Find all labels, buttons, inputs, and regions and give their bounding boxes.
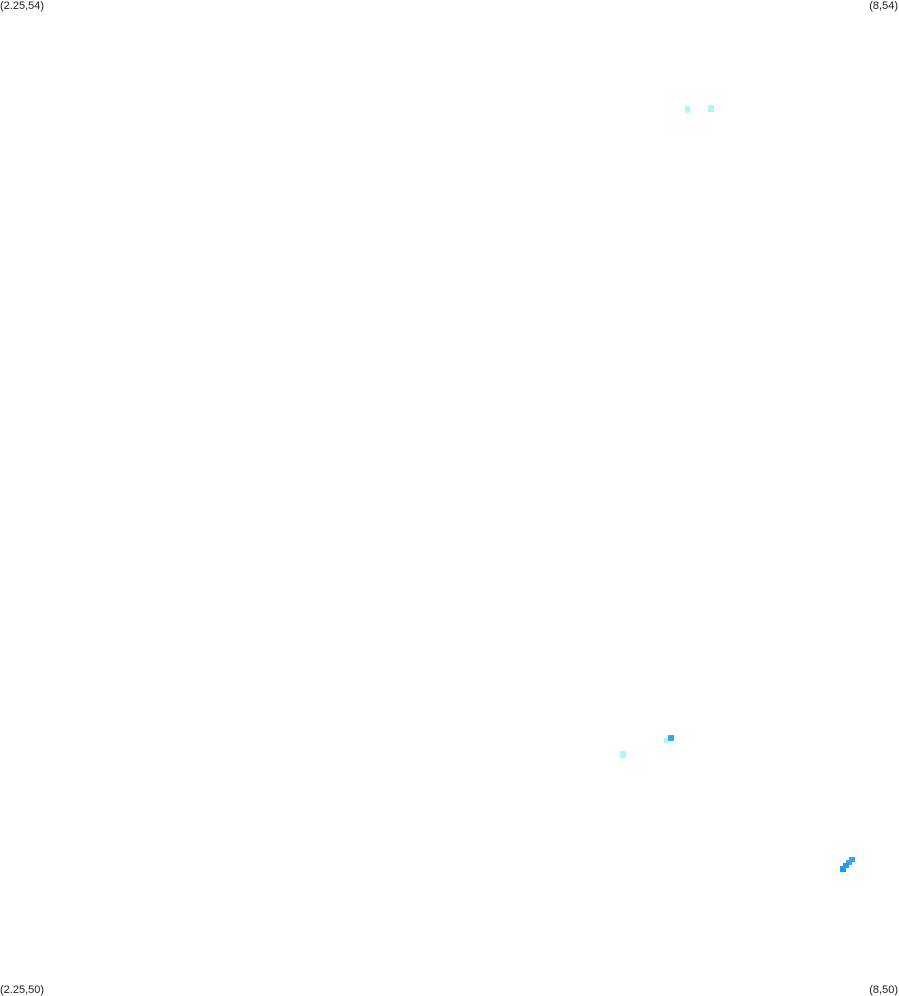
fractal-pixel [849, 857, 855, 862]
corner-label-bottom-right: (8,50) [869, 984, 898, 996]
fractal-pixel [846, 860, 852, 865]
fractal-pixel [708, 105, 714, 112]
corner-label-top-left: (2.25,54) [0, 0, 45, 12]
fractal-pixel [668, 735, 674, 741]
fractal-pixel [843, 863, 849, 868]
fractal-pixel [840, 866, 846, 872]
fractal-pixel [685, 106, 690, 113]
fractal-pixel [664, 738, 668, 743]
fractal-pixel [620, 751, 626, 758]
corner-label-top-right: (8,54) [869, 0, 898, 12]
corner-label-bottom-left: (2.25,50) [0, 984, 45, 996]
